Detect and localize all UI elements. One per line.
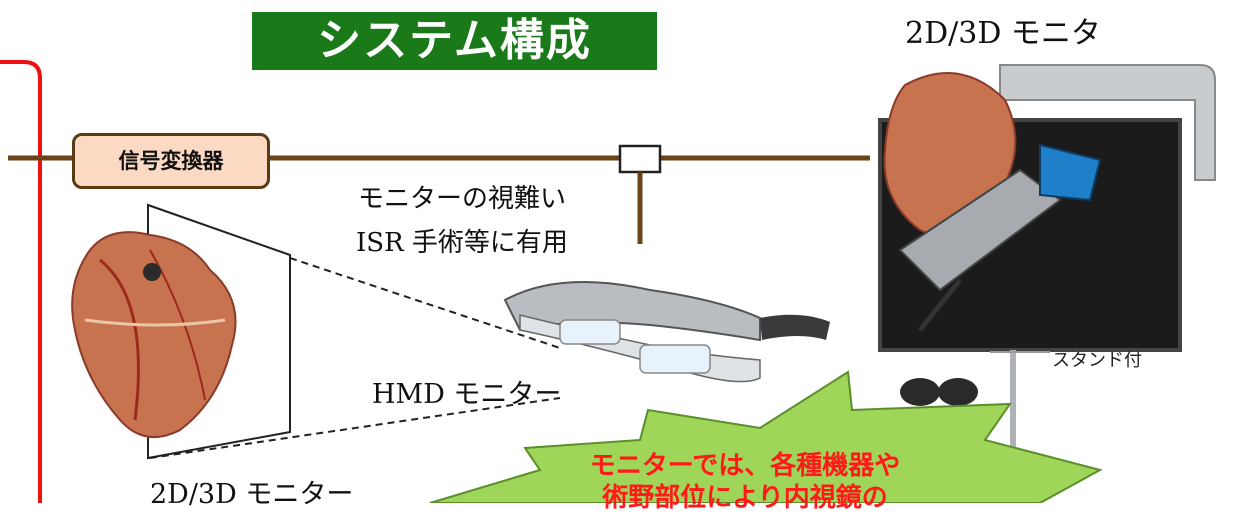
monitor-image bbox=[878, 64, 1216, 490]
heart-image-left bbox=[71, 231, 237, 438]
diagram-canvas bbox=[0, 60, 1216, 503]
red-frame bbox=[0, 60, 42, 503]
3d-glasses-image bbox=[900, 378, 978, 406]
note-line-1: モニターの視難い bbox=[358, 184, 567, 214]
stand-label: スタンド付 bbox=[1052, 350, 1142, 371]
hmd-monitor-label: HMD モニター bbox=[372, 379, 562, 410]
title-banner: システム構成 bbox=[252, 12, 657, 70]
note-line-2: ISR 手術等に有用 bbox=[356, 228, 568, 258]
projection-ray-bottom bbox=[149, 397, 561, 459]
callout-line-1: モニターでは、各種機器や bbox=[589, 451, 901, 481]
callout-line-2: 術野部位により内視鏡の bbox=[602, 483, 888, 513]
monitor-title: 2D/3D モニタ bbox=[905, 16, 1101, 51]
junction-box bbox=[618, 144, 662, 174]
callout-burst bbox=[429, 370, 1103, 503]
hmd-glasses-image bbox=[503, 281, 830, 383]
signal-converter-box: 信号変換器 bbox=[72, 133, 270, 189]
callout-text: モニターでは、各種機器や 術野部位により内視鏡の bbox=[580, 450, 910, 514]
bottom-monitor-label: 2D/3D モニター bbox=[150, 479, 354, 510]
